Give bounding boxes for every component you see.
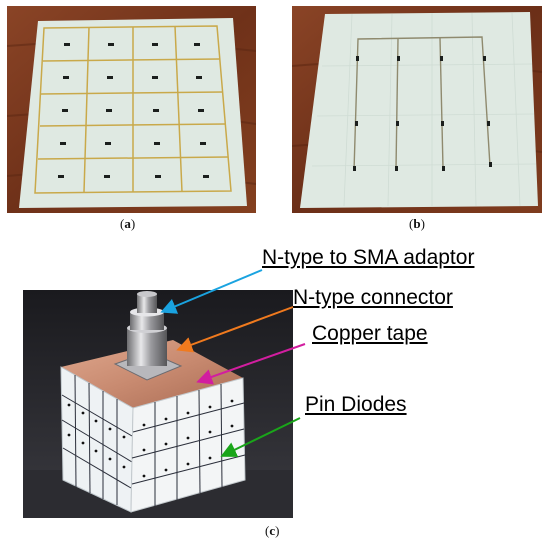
board-b-photo xyxy=(292,6,542,213)
caption-c: (c) xyxy=(265,523,280,538)
photo-panel-a xyxy=(7,6,256,213)
photo-panel-b xyxy=(292,6,542,213)
sma-adaptor xyxy=(137,294,157,313)
label-pin-diodes: Pin Diodes xyxy=(305,393,407,416)
caption-b: (b) xyxy=(409,216,425,231)
label-n-type-connector: N-type connector xyxy=(293,286,453,309)
pin-diodes-a xyxy=(58,43,209,178)
label-copper-tape: Copper tape xyxy=(312,322,428,345)
caption-a: (a) xyxy=(120,216,136,231)
photo-panel-c xyxy=(23,290,293,518)
cube-photo xyxy=(23,290,293,518)
board-a-photo xyxy=(7,6,256,213)
pin-diodes-b xyxy=(353,56,492,171)
label-sma-adaptor: N-type to SMA adaptor xyxy=(262,246,475,269)
